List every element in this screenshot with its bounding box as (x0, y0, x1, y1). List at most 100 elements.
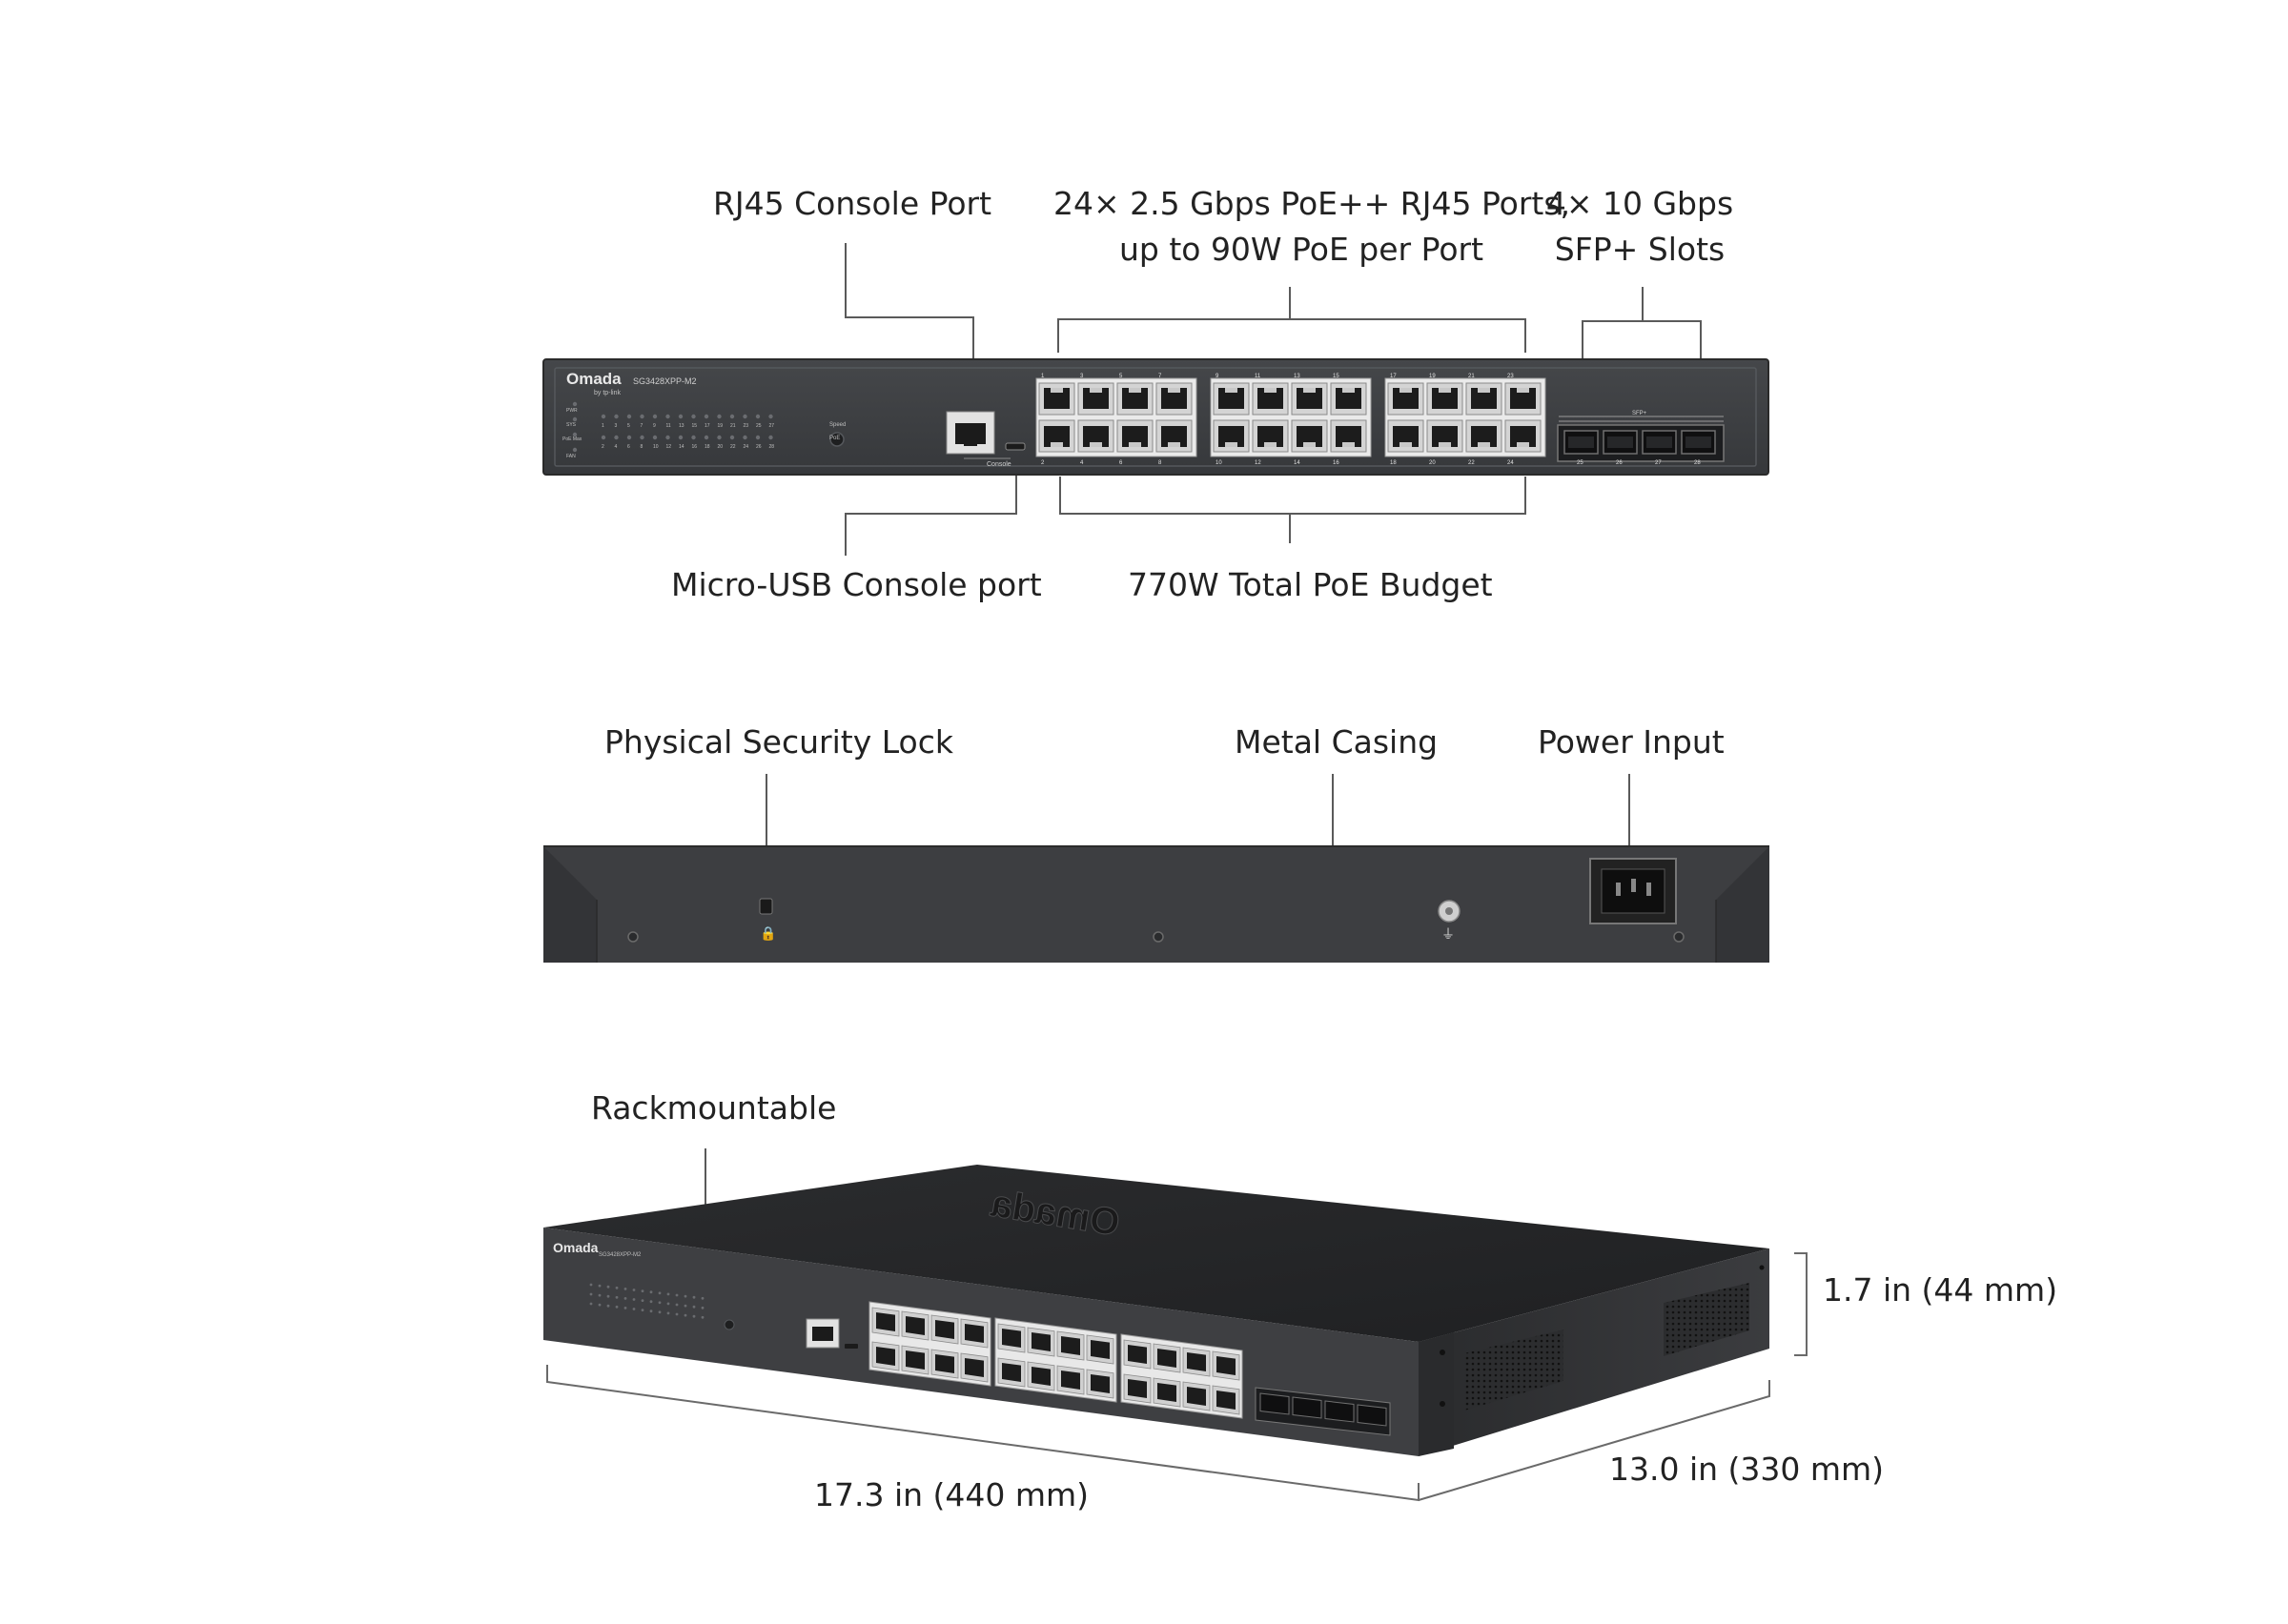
front-model-number: SG3428XPP-M2 (633, 376, 697, 386)
rj45-port[interactable] (1504, 382, 1542, 416)
perspective-rj45-port (901, 1345, 930, 1375)
perspective-led (692, 1305, 696, 1309)
sfp-slot[interactable] (1681, 430, 1716, 455)
sfp-slot-group (1557, 416, 1725, 462)
rj45-port[interactable] (1077, 419, 1114, 453)
perspective-port-block (994, 1317, 1117, 1403)
perspective-rj45-port (1182, 1381, 1211, 1411)
led-number: 15 (692, 423, 698, 429)
sfp-slot[interactable] (1563, 430, 1599, 455)
led-number: 1 (602, 423, 604, 429)
port-number: 12 (1255, 460, 1261, 466)
status-led (572, 401, 578, 407)
led-number: 20 (718, 444, 724, 450)
rj45-port[interactable] (1038, 419, 1075, 453)
rj45-port[interactable] (1038, 382, 1075, 416)
perspective-model: SG3428XPP-M2 (599, 1252, 642, 1258)
front-brand-logo: Omada (566, 370, 622, 388)
port-number: 5 (1119, 374, 1123, 379)
perspective-led (606, 1294, 610, 1298)
port-number: 7 (1158, 374, 1162, 379)
perspective-led (606, 1285, 610, 1289)
security-lock-slot[interactable] (759, 898, 773, 915)
perspective-rj45-port (1086, 1334, 1114, 1365)
power-input-label: Power Input (1538, 723, 1725, 761)
perspective-rj45-port (1182, 1347, 1211, 1377)
port-led (614, 414, 619, 419)
perspective-led (623, 1288, 627, 1290)
rj45-port[interactable] (1213, 419, 1250, 453)
rj45-port[interactable] (1426, 382, 1463, 416)
rj45-port[interactable] (1077, 382, 1114, 416)
led-number: 4 (615, 444, 618, 450)
port-number: 2 (1041, 460, 1045, 466)
perspective-led (649, 1290, 653, 1294)
rj45-port[interactable] (1291, 419, 1328, 453)
perspective-port-block (1120, 1333, 1243, 1419)
power-input-socket[interactable] (1589, 858, 1677, 924)
perspective-led (641, 1299, 644, 1302)
sfp-port-number: 25 (1577, 460, 1583, 466)
rj45-port[interactable] (1252, 419, 1289, 453)
perspective-rj45-port (960, 1318, 989, 1349)
port-led (601, 414, 606, 419)
led-number: 2 (602, 444, 604, 450)
rj45-port[interactable] (1330, 419, 1367, 453)
micro-usb-console-port[interactable] (1005, 442, 1026, 451)
port-number: 16 (1333, 460, 1339, 466)
rj45-port[interactable] (1426, 419, 1463, 453)
perspective-rj45-port (997, 1357, 1026, 1388)
led-number: 5 (627, 423, 630, 429)
perspective-led (615, 1286, 619, 1289)
sfp-slot[interactable] (1642, 430, 1677, 455)
led-number: 23 (744, 423, 749, 429)
perspective-led (598, 1293, 602, 1297)
rj45-ports-label-line2: up to 90W PoE per Port (1118, 231, 1484, 268)
perspective-led (692, 1295, 696, 1299)
perspective-led (701, 1296, 705, 1300)
led-number: 26 (756, 444, 762, 450)
rj45-port[interactable] (1155, 382, 1193, 416)
rj45-port[interactable] (1465, 419, 1502, 453)
security-lock-label: Physical Security Lock (604, 723, 953, 761)
rj45-port[interactable] (1155, 419, 1193, 453)
perspective-led (589, 1283, 593, 1287)
port-led (691, 435, 696, 440)
perspective-led (675, 1312, 679, 1316)
rj45-port[interactable] (1116, 382, 1154, 416)
perspective-led (666, 1311, 670, 1315)
rj45-port[interactable] (1387, 382, 1424, 416)
rj45-port[interactable] (1291, 382, 1328, 416)
port-led (717, 414, 722, 419)
rj45-console-port[interactable] (946, 411, 995, 455)
port-number: 20 (1429, 460, 1436, 466)
rj45-port[interactable] (1387, 419, 1424, 453)
poe-budget-label: 770W Total PoE Budget (1128, 566, 1493, 603)
rj45-port[interactable] (1330, 382, 1367, 416)
sfp-label-line1: 4× 10 Gbps (1545, 185, 1734, 222)
metal-casing-label: Metal Casing (1235, 723, 1439, 761)
status-led (572, 416, 578, 422)
port-number: 10 (1216, 460, 1222, 466)
perspective-rj45-port (1056, 1365, 1085, 1395)
perspective-led (641, 1289, 644, 1292)
rj45-port[interactable] (1252, 382, 1289, 416)
port-led (640, 435, 644, 440)
perspective-switch: Omada Omada SG3428XPP-M2 (543, 1165, 1769, 1456)
perspective-sfp-slot (1324, 1400, 1355, 1423)
rj45-port[interactable] (1116, 419, 1154, 453)
status-led (572, 432, 578, 437)
sfp-slot[interactable] (1603, 430, 1638, 455)
perspective-led (632, 1289, 636, 1291)
perspective-led (658, 1291, 662, 1295)
rj45-port[interactable] (1504, 419, 1542, 453)
ground-icon: ⏚ (1441, 927, 1455, 943)
rj45-port[interactable] (1465, 382, 1502, 416)
led-number: 25 (756, 423, 762, 429)
port-led (755, 435, 761, 440)
rj45-port[interactable] (1213, 382, 1250, 416)
reset-button[interactable] (829, 432, 845, 447)
perspective-led (658, 1310, 662, 1314)
led-number: 7 (641, 423, 644, 429)
